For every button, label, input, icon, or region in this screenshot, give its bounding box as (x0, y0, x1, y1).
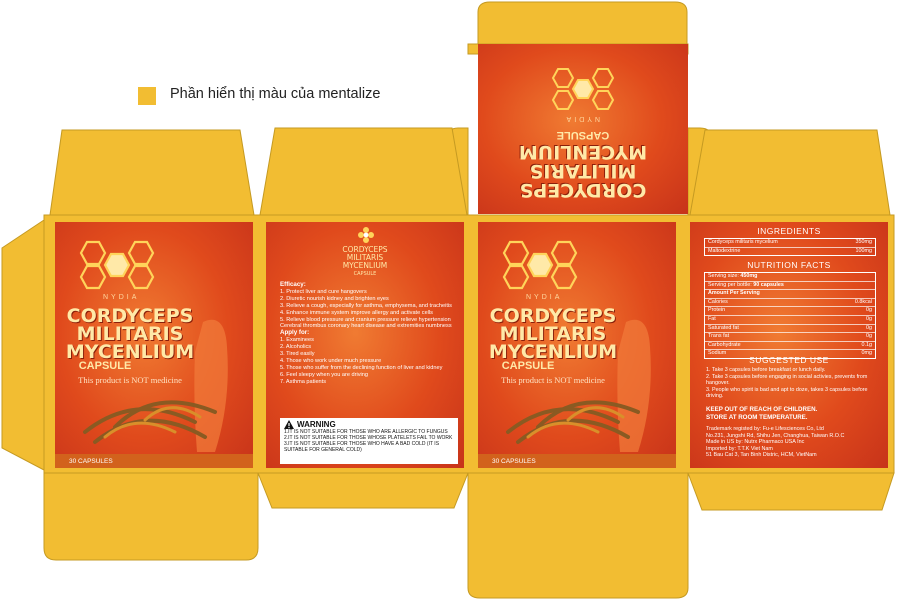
amount-per-serving-row: Amount Per Serving (705, 290, 875, 299)
front2-bottom-strip (478, 454, 676, 468)
efficacy-item: 2. Diuretic nourish kidney and brighten … (280, 295, 389, 302)
side-panel: CORDYCEPS MILITARIS MYCENLIUM CAPSULE Ef… (266, 222, 464, 468)
front2-honeycomb-logo (502, 240, 578, 290)
suggested-item: 1. Take 3 capsules before breakfast or l… (706, 367, 826, 373)
company-line: Imported by: T.T.K Viet Nam (706, 445, 773, 452)
apply-item: 7. Asthma patients (280, 378, 327, 385)
side-flower-logo (358, 227, 374, 243)
warning-item: 2.IT IS NOT SUITABLE FOR THOSE WHOSE PLA… (284, 435, 453, 441)
company-line: Made in US by: Nutrx Pharmaco USA Inc (706, 439, 805, 446)
suggested-item: 2. Take 3 capsules before engaging in so… (706, 373, 868, 387)
front-panel-1: NYDIA CORDYCEPS MILITARIS MYCENLIUM CAPS… (55, 222, 253, 468)
suggested-use-heading: SUGGESTED USE (749, 355, 829, 365)
front1-brand: NYDIA (103, 294, 140, 301)
bottom-flap-panel3 (467, 472, 689, 599)
front2-title-line1: CORDYCEPS (489, 305, 617, 327)
front1-title-line1: CORDYCEPS (66, 305, 194, 327)
glue-flap-left (1, 219, 45, 471)
front1-mushroom-image (83, 319, 228, 452)
ingredients-heading: INGREDIENTS (757, 226, 821, 236)
lid-brand: NYDIA (563, 115, 600, 122)
suggested-use-list: 1. Take 3 capsules before breakfast or l… (706, 367, 876, 400)
lid-title-line1: CORDYCEPS (519, 179, 647, 201)
apply-item: 1. Examinees (280, 337, 314, 344)
efficacy-item: 3. Relieve a cough, especially for asthm… (280, 302, 452, 309)
front2-count: 30 CAPSULES (492, 458, 536, 465)
front1-honeycomb-logo (79, 240, 155, 290)
front1-title-line2: MILITARIS (76, 323, 184, 345)
front2-brand: NYDIA (526, 294, 563, 301)
front2-tagline: This product is NOT medicine (501, 375, 605, 385)
warning-item: 1.IT IS NOT SUITABLE FOR THOSE WHO ARE A… (284, 429, 448, 435)
serving-size-row: Serving size: 450mg (705, 273, 875, 282)
warning-title: WARNING (297, 419, 336, 429)
legend-label: Phần hiển thị màu của mentalize (170, 86, 381, 102)
front1-tagline: This product is NOT medicine (78, 375, 182, 385)
apply-item: 5. Those who suffer from the declining f… (280, 364, 443, 371)
lid-title-line4: CAPSULE (556, 129, 610, 141)
bottom-flap-panel4 (687, 472, 895, 511)
warning-item: 3.IT IS NOT SUITABLE FOR THOSE WHO HAVE … (284, 441, 440, 453)
warning-box: WARNING 1.IT IS NOT SUITABLE FOR THOSE W… (280, 418, 458, 464)
top-lid-panel: CORDYCEPS MILITARIS MYCENLIUM CAPSULE NY… (478, 44, 688, 214)
side-title-line1: CORDYCEPS (342, 245, 388, 254)
suggested-item: 3. People who spirit is bad and apt to d… (706, 386, 868, 400)
top-flap-panel1 (49, 129, 255, 216)
lid-title-line3: MYCENLIUM (518, 141, 648, 163)
front1-title-line3: MYCENLIUM (65, 341, 195, 363)
side-title-line4: CAPSULE (353, 271, 377, 277)
front-panel-2: NYDIA CORDYCEPS MILITARIS MYCENLIUM CAPS… (478, 222, 676, 468)
nutrition-heading: NUTRITION FACTS (747, 260, 831, 270)
lid-title-line2: MILITARIS (529, 160, 637, 182)
info-panel: INGREDIENTS Cordyceps militaris mycelium… (690, 222, 888, 468)
company-line: No.231, Jungshi Rd, Shihu Jen, Changhua,… (706, 432, 845, 439)
efficacy-block: Efficacy: 1. Protect liver and cure hang… (280, 281, 458, 386)
servings-row: Serving per bottle: 90 capsules (705, 282, 875, 291)
company-info: Trademark registed by: Fu-e Lifesciences… (706, 426, 884, 459)
bottom-flap-panel2 (257, 472, 469, 509)
front2-title-line3: MYCENLIUM (488, 341, 618, 363)
storage-notice: KEEP OUT OF REACH OF CHILDREN. STORE AT … (706, 406, 884, 421)
bottom-flap-panel1 (43, 472, 259, 561)
side-title-line3: MYCENLIUM (342, 261, 388, 270)
side-title-line2: MILITARIS (346, 253, 384, 262)
front1-bottom-strip (55, 454, 253, 468)
apply-item: 6. Feel sleepy when you are driving (280, 371, 368, 378)
front1-count: 30 CAPSULES (69, 458, 113, 465)
top-flap-panel4 (689, 129, 891, 216)
store-line: STORE AT ROOM TEMPERATURE. (706, 413, 808, 421)
apply-item: 3. Tired easily (280, 351, 315, 358)
apply-item: 4. Those who work under much pressure (280, 357, 382, 364)
nutrition-table: Serving size: 450mg Serving per bottle: … (704, 272, 876, 359)
apply-item: 2. Alcoholics (280, 344, 312, 351)
warning-icon (284, 420, 294, 429)
company-line: 51 Bau Cat 3, Tan Binh Distric, HCM, Vie… (706, 452, 817, 459)
front1-title-line4: CAPSULE (78, 360, 132, 372)
apply-heading: Apply for: (280, 329, 310, 337)
front2-title-line4: CAPSULE (501, 360, 555, 372)
efficacy-item: 5. Relieve blood pressure and cranium pr… (280, 316, 452, 330)
efficacy-heading: Efficacy: (280, 281, 306, 288)
legend-swatch (138, 87, 156, 105)
lid-honeycomb-logo (551, 68, 615, 110)
keep-out-line: KEEP OUT OF REACH OF CHILDREN. (706, 406, 818, 413)
efficacy-item: 4. Enhance immune system improve allergy… (280, 309, 433, 316)
top-lid-flap (477, 1, 688, 45)
front2-title-line2: MILITARIS (499, 323, 607, 345)
front2-mushroom-image (506, 319, 651, 452)
efficacy-item: 1. Protect liver and cure hangovers (280, 288, 367, 295)
top-flap-panel2 (259, 127, 468, 216)
company-line: Trademark registed by: Fu-e Lifesciences… (706, 426, 824, 432)
